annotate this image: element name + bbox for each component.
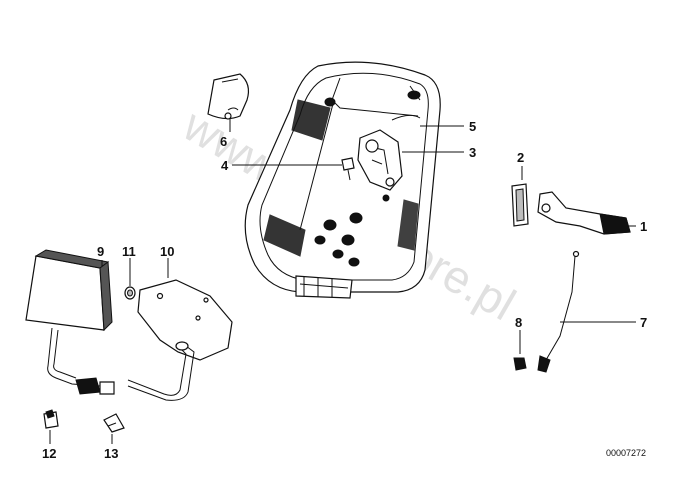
callout-7: 7 bbox=[640, 315, 647, 330]
callout-4: 4 bbox=[221, 158, 229, 173]
callout-10-label: 10 bbox=[160, 244, 174, 259]
part-6-cover-flap[interactable] bbox=[207, 73, 250, 120]
callout-8: 8 bbox=[515, 315, 522, 330]
part-12-connector[interactable] bbox=[43, 409, 59, 429]
callout-1: 1 bbox=[640, 219, 647, 234]
callout-13: 13 bbox=[104, 446, 118, 461]
callout-2: 2 bbox=[517, 150, 524, 165]
part-8-nut[interactable] bbox=[513, 357, 527, 371]
part-11-clip[interactable] bbox=[124, 286, 136, 300]
callout-labels: 1 2 3 4 5 6 7 8 9 10 11 10 12 13 bbox=[42, 119, 647, 461]
diagram-id: 00007272 bbox=[606, 448, 646, 458]
part-13-bracket[interactable] bbox=[103, 413, 125, 433]
callout-11: 11 bbox=[122, 244, 136, 259]
part-10-mounting-plate[interactable] bbox=[127, 279, 233, 401]
callout-6: 6 bbox=[220, 134, 227, 149]
part-1-lever[interactable] bbox=[537, 191, 631, 235]
leader-lines bbox=[49, 118, 636, 444]
part-7-rod[interactable] bbox=[537, 250, 580, 373]
part-9-control-module[interactable] bbox=[25, 249, 115, 395]
callout-9: 9 bbox=[97, 244, 104, 259]
callout-5: 5 bbox=[469, 119, 476, 134]
part-2-bracket[interactable] bbox=[511, 183, 529, 227]
seat-back-frame[interactable] bbox=[244, 61, 441, 299]
callout-12: 12 bbox=[42, 446, 56, 461]
callout-3: 3 bbox=[469, 145, 476, 160]
